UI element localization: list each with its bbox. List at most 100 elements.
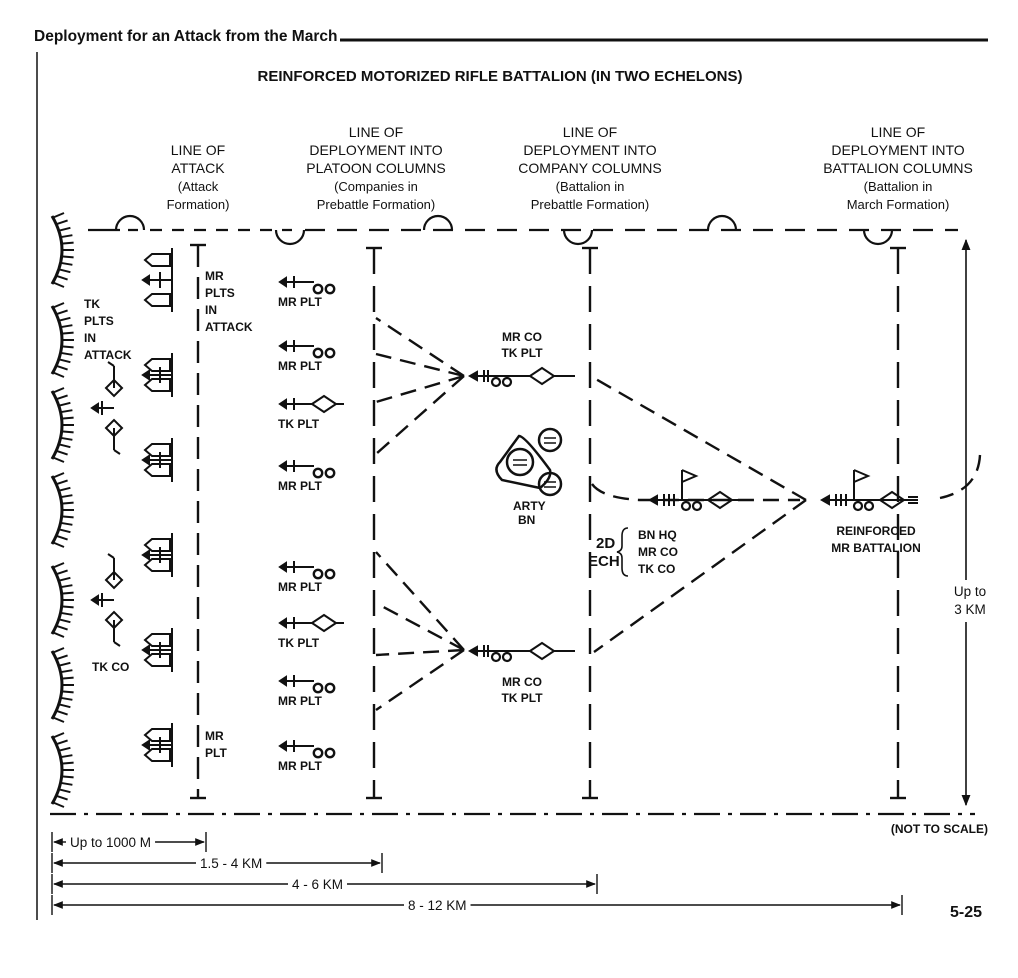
battalion-units bbox=[647, 469, 918, 512]
phase-line-3-text: LINE OF bbox=[563, 124, 617, 140]
platoon-column-label: MR PLT bbox=[278, 694, 322, 708]
platoon-column-label: MR PLT bbox=[278, 759, 322, 773]
attack-unit-4 bbox=[141, 533, 173, 577]
phase-line-1-text: Formation) bbox=[167, 197, 230, 212]
arty-label-line2: BN bbox=[518, 513, 535, 527]
second-echelon-tag-2: ECH bbox=[588, 553, 620, 570]
company-unit-label: TK PLT bbox=[501, 346, 543, 360]
reinforced-battalion-unit bbox=[819, 469, 918, 512]
distance-2: 1.5 - 4 KM bbox=[200, 856, 262, 871]
arty-label-line1: ARTY bbox=[513, 499, 546, 513]
phase-line-2-text: (Companies in bbox=[334, 179, 418, 194]
phase-line-2-text: DEPLOYMENT INTO bbox=[309, 142, 442, 158]
phase-line-4-text: March Formation) bbox=[847, 197, 950, 212]
platoon-column-label: TK PLT bbox=[278, 636, 320, 650]
tank-company-symbols bbox=[90, 361, 124, 647]
tk-plts-label: PLTS bbox=[84, 314, 114, 328]
distance-scale bbox=[51, 832, 903, 915]
platoon-column-label: TK PLT bbox=[278, 417, 320, 431]
enemy-position-6 bbox=[50, 647, 74, 723]
distance-4: 8 - 12 KM bbox=[408, 898, 467, 913]
second-echelon-unit-2: MR CO bbox=[638, 545, 678, 559]
attack-unit-1 bbox=[141, 248, 173, 312]
distance-1: Up to 1000 M bbox=[70, 835, 151, 850]
depth-label-1: Up to bbox=[954, 584, 986, 599]
page-number: 5-25 bbox=[950, 904, 983, 921]
phase-line-1-text: (Attack bbox=[178, 179, 219, 194]
second-echelon-unit-1: BN HQ bbox=[638, 528, 677, 542]
attack-line-symbols bbox=[141, 248, 173, 767]
phase-line-3-text: COMPANY COLUMNS bbox=[518, 160, 661, 176]
artillery-battalion-symbol bbox=[495, 427, 563, 497]
tk-co-label: TK CO bbox=[92, 660, 129, 674]
company-column-units: MR CO TK PLT MR CO TK PLT bbox=[467, 330, 575, 705]
company-unit-label: MR CO bbox=[502, 330, 542, 344]
second-echelon-unit-3: TK CO bbox=[638, 562, 675, 576]
enemy-position-5 bbox=[50, 562, 74, 638]
tk-plts-label: TK bbox=[84, 297, 100, 311]
distance-bar-1 bbox=[51, 832, 207, 852]
distance-3: 4 - 6 KM bbox=[292, 877, 343, 892]
platoon-column-7: MR PLT bbox=[278, 675, 336, 708]
battalion-label-1: REINFORCED bbox=[836, 524, 916, 538]
attack-unit-3 bbox=[141, 438, 173, 482]
tk-plts-label: ATTACK bbox=[84, 348, 132, 362]
attack-unit-6 bbox=[141, 723, 173, 767]
phase-verticals bbox=[190, 243, 906, 800]
mr-plts-label: ATTACK bbox=[205, 320, 253, 334]
enemy-position-2 bbox=[50, 302, 74, 378]
mr-plts-label: PLTS bbox=[205, 286, 235, 300]
platoon-column-6: TK PLT bbox=[278, 613, 344, 650]
platoon-column-label: MR PLT bbox=[278, 580, 322, 594]
company-unit-label: MR CO bbox=[502, 675, 542, 689]
phase-line-1-text: ATTACK bbox=[171, 160, 225, 176]
tk-plts-label: IN bbox=[84, 331, 96, 345]
tank-symbol-2 bbox=[90, 553, 124, 647]
platoon-columns: MR PLT MR PLT TK PLT MR PLT MR PLT TK PLT MR P… bbox=[278, 276, 344, 773]
phase-line-4-text: BATTALION COLUMNS bbox=[823, 160, 973, 176]
phase-line-4-text: DEPLOYMENT INTO bbox=[831, 142, 964, 158]
platoon-column-label: MR PLT bbox=[278, 479, 322, 493]
phase-line-4-text: LINE OF bbox=[871, 124, 925, 140]
sector-boundaries bbox=[50, 214, 975, 816]
platoon-column-2: MR PLT bbox=[278, 340, 336, 373]
mr-plt-label: PLT bbox=[205, 746, 227, 760]
platoon-column-3: TK PLT bbox=[278, 394, 344, 431]
mr-plt-label: MR bbox=[205, 729, 224, 743]
second-echelon-brace bbox=[616, 527, 629, 577]
battalion-label-2: MR BATTALION bbox=[831, 541, 921, 555]
distance-bar-2 bbox=[51, 853, 383, 873]
platoon-column-label: MR PLT bbox=[278, 295, 322, 309]
distance-bar-4 bbox=[51, 895, 903, 915]
platoon-column-1: MR PLT bbox=[278, 276, 336, 309]
mr-plts-label: IN bbox=[205, 303, 217, 317]
enemy-positions bbox=[50, 212, 74, 808]
company-unit-lower: MR CO TK PLT bbox=[467, 641, 575, 705]
company-unit-label: TK PLT bbox=[501, 691, 543, 705]
second-echelon-tag-1: 2D bbox=[596, 535, 615, 552]
deployment-routes bbox=[375, 316, 982, 711]
scale-note: (NOT TO SCALE) bbox=[891, 822, 988, 836]
phase-line-2-text: LINE OF bbox=[349, 124, 403, 140]
enemy-position-3 bbox=[50, 387, 74, 463]
enemy-position-7 bbox=[50, 732, 74, 808]
mr-plts-label: MR bbox=[205, 269, 224, 283]
distance-bar-3 bbox=[51, 874, 598, 894]
phase-line-4-text: (Battalion in bbox=[864, 179, 933, 194]
attack-unit-5 bbox=[141, 628, 173, 672]
second-echelon-unit bbox=[647, 469, 746, 512]
phase-line-2-text: Prebattle Formation) bbox=[317, 197, 436, 212]
attack-unit-2 bbox=[141, 353, 173, 397]
phase-line-3-text: DEPLOYMENT INTO bbox=[523, 142, 656, 158]
platoon-column-4: MR PLT bbox=[278, 460, 336, 493]
page-title: Deployment for an Attack from the March bbox=[34, 28, 342, 46]
enemy-position-1 bbox=[50, 212, 74, 288]
phase-line-3-text: (Battalion in bbox=[556, 179, 625, 194]
attack-line-labels: MR PLTS IN ATTACK TK PLTS IN ATTACK TK CO MR PLT bbox=[84, 269, 253, 760]
platoon-column-5: MR PLT bbox=[278, 561, 336, 594]
page-frame bbox=[36, 38, 988, 920]
platoon-column-8: MR PLT bbox=[278, 740, 336, 773]
platoon-column-label: MR PLT bbox=[278, 359, 322, 373]
